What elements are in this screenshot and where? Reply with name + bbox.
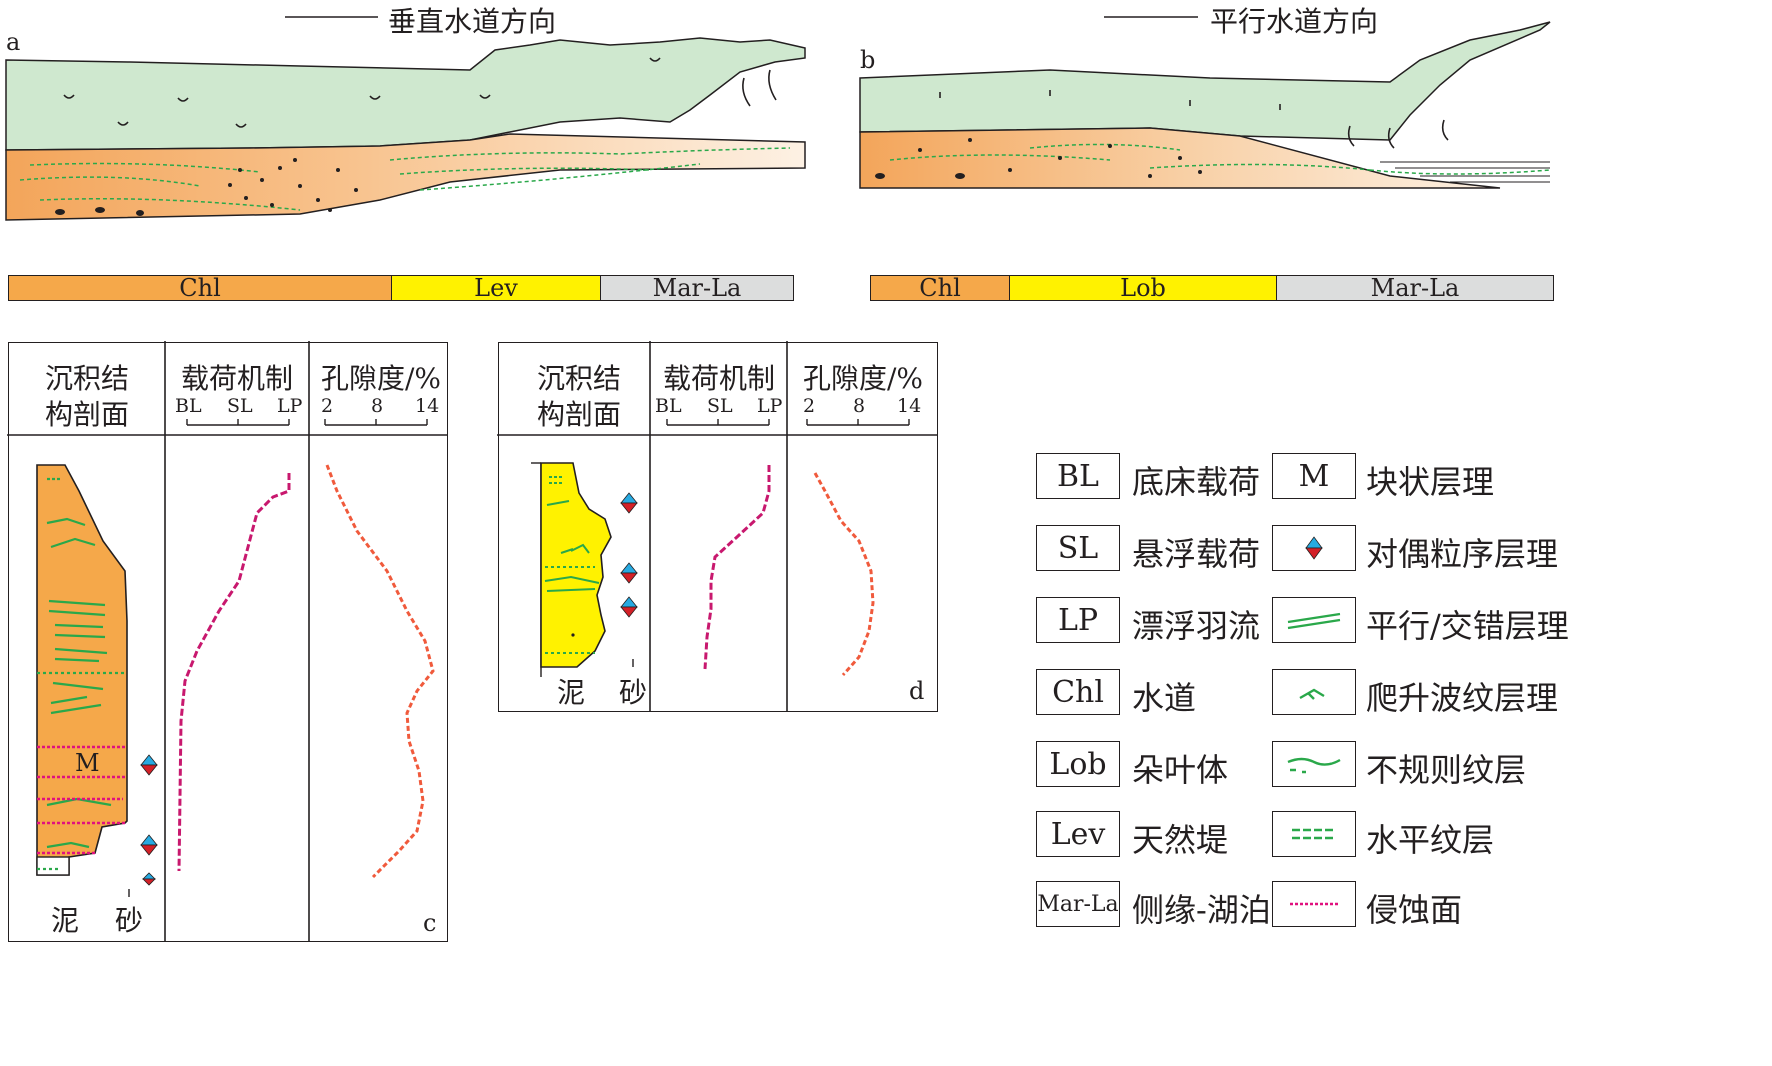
legend-text-erosion: 侵蚀面 xyxy=(1366,891,1463,929)
graded-diamond-icon xyxy=(1272,525,1356,571)
graded-diamonds-d xyxy=(620,492,639,619)
legend-code-marla: Mar-La xyxy=(1036,881,1120,927)
legend-text-parallel: 平行/交错层理 xyxy=(1366,607,1569,645)
legend-code-sl: SL xyxy=(1036,525,1120,571)
legend-code-m: M xyxy=(1272,453,1356,499)
legend-text-irregular: 不规则纹层 xyxy=(1366,751,1527,789)
panel-d-por-tick-2: 2 xyxy=(803,395,816,417)
panel-d-por-tick-8: 8 xyxy=(853,395,866,417)
panel-a-direction-label: 垂直水道方向 xyxy=(388,5,557,38)
legend-text-graded: 对偶粒序层理 xyxy=(1366,535,1559,573)
facies-marla-b: Mar-La xyxy=(1277,274,1553,302)
legend-text-sl: 悬浮载荷 xyxy=(1132,535,1261,573)
sand-body-a xyxy=(5,133,806,221)
panel-d-drawing xyxy=(497,341,938,712)
bioturbation-marks-b xyxy=(939,90,1449,149)
legend-text-horizontal: 水平纹层 xyxy=(1366,821,1495,859)
panel-c-load-tick-lp: LP xyxy=(277,395,303,417)
panel-a: a 垂直水道方向 xyxy=(0,0,830,320)
panel-d-letter: d xyxy=(909,677,925,705)
legend: BL 底床载荷 SL 悬浮载荷 LP 漂浮羽流 Chl 水道 Lob 朵叶体 L… xyxy=(1030,445,1772,945)
porosity-curve-c xyxy=(326,464,436,879)
lamina-group-d xyxy=(545,476,600,655)
load-curve-c xyxy=(177,473,291,872)
horizontal-lamina-icon xyxy=(1272,811,1356,857)
profile-body-d xyxy=(540,462,613,669)
distal-lines-b xyxy=(1380,161,1550,183)
panel-d-grain-mud: 泥 xyxy=(557,676,586,709)
panel-c-grain-sand: 砂 xyxy=(115,904,144,937)
panel-c-col1-header-2: 构剖面 xyxy=(45,398,130,431)
panel-d-col3-header: 孔隙度/% xyxy=(803,362,924,395)
panel-d-grain-sand: 砂 xyxy=(619,676,648,709)
lamina-group-a xyxy=(19,147,791,211)
legend-text-climbing: 爬升波纹层理 xyxy=(1366,679,1559,717)
panel-d-load-tick-bl: BL xyxy=(655,395,682,417)
facies-chl-b: Chl xyxy=(871,274,1010,302)
panel-c-load-tick-bl: BL xyxy=(175,395,202,417)
legend-text-chl: 水道 xyxy=(1132,679,1197,717)
panel-a-letter: a xyxy=(6,28,21,56)
grain-dots-b xyxy=(875,138,1202,179)
panel-d: 沉积结 构剖面 载荷机制 BL SL LP 孔隙度/% 2 8 14 泥 砂 d xyxy=(497,341,938,712)
legend-text-lp: 漂浮羽流 xyxy=(1132,607,1261,645)
legend-code-lp: LP xyxy=(1036,597,1120,643)
panel-b-letter: b xyxy=(860,46,876,74)
legend-text-lob: 朵叶体 xyxy=(1132,751,1229,789)
facies-lob-b: Lob xyxy=(1010,274,1277,302)
panel-b-section xyxy=(859,16,1551,189)
panel-c-por-tick-2: 2 xyxy=(321,395,334,417)
mud-body-b xyxy=(859,21,1551,141)
panel-c-col3-header: 孔隙度/% xyxy=(321,362,442,395)
panel-b-direction-label: 平行水道方向 xyxy=(1210,5,1379,38)
parallel-bedding-icon xyxy=(1272,597,1356,643)
panel-d-col1-header-1: 沉积结 xyxy=(537,362,622,395)
horizontal-lamina-c xyxy=(37,672,126,871)
lamina-group-b xyxy=(889,143,1551,175)
panel-c-col2-header: 载荷机制 xyxy=(181,362,294,395)
load-curve-d xyxy=(703,465,771,670)
panel-d-col2-header: 载荷机制 xyxy=(663,362,776,395)
panel-b: b 平行水道方向 xyxy=(850,0,1772,320)
climbing-ripple-icon xyxy=(1272,669,1356,715)
panel-c: 沉积结 构剖面 载荷机制 BL SL LP 孔隙度/% 2 8 14 M 泥 砂… xyxy=(7,341,448,942)
facies-chl-a: Chl xyxy=(9,274,392,302)
legend-code-bl: BL xyxy=(1036,453,1120,499)
erosion-surfaces-c xyxy=(37,746,126,855)
legend-text-m: 块状层理 xyxy=(1366,463,1495,501)
panel-c-load-tick-sl: SL xyxy=(227,395,253,417)
legend-code-lev: Lev xyxy=(1036,811,1120,857)
facies-bar-a: Chl Lev Mar-La xyxy=(8,274,794,302)
profile-body-c xyxy=(36,464,129,877)
panel-d-load-tick-sl: SL xyxy=(707,395,733,417)
grain-dots-a xyxy=(55,158,358,216)
graded-diamonds-c xyxy=(140,754,159,886)
legend-code-lob: Lob xyxy=(1036,741,1120,787)
panel-d-load-tick-lp: LP xyxy=(757,395,783,417)
legend-text-bl: 底床载荷 xyxy=(1132,463,1261,501)
erosion-surface-icon xyxy=(1272,881,1356,927)
porosity-curve-d xyxy=(814,472,875,677)
panel-c-structure-label: M xyxy=(75,749,100,777)
lamina-group-c xyxy=(47,478,112,849)
facies-marla-a: Mar-La xyxy=(601,274,793,302)
legend-text-lev: 天然堤 xyxy=(1132,821,1229,859)
bioturbation-marks-a xyxy=(63,57,777,128)
panel-c-col1-header-1: 沉积结 xyxy=(45,362,130,395)
panel-a-section xyxy=(5,16,806,221)
panel-c-grain-mud: 泥 xyxy=(51,904,80,937)
panel-c-por-tick-8: 8 xyxy=(371,395,384,417)
panel-d-col1-header-2: 构剖面 xyxy=(537,398,622,431)
irregular-lamina-icon xyxy=(1272,741,1356,787)
panel-c-por-tick-14: 14 xyxy=(415,395,440,417)
mud-body-a xyxy=(5,37,806,151)
panel-d-por-tick-14: 14 xyxy=(897,395,922,417)
legend-text-marla: 侧缘-湖泊 xyxy=(1132,891,1271,929)
legend-code-chl: Chl xyxy=(1036,669,1120,715)
facies-lev-a: Lev xyxy=(392,274,601,302)
facies-bar-b: Chl Lob Mar-La xyxy=(870,274,1554,302)
panel-c-drawing xyxy=(7,341,448,942)
panel-c-letter: c xyxy=(423,909,437,937)
